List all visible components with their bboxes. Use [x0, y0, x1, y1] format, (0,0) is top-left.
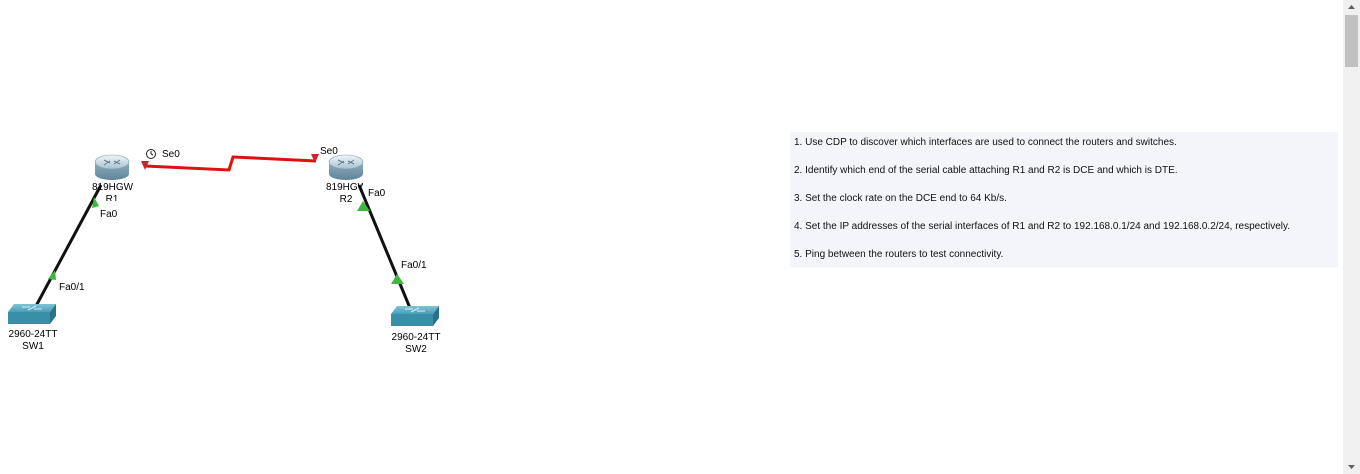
device-label-r2[interactable]: 819HGW R2	[326, 182, 366, 206]
scrollbar-thumb[interactable]	[1345, 15, 1358, 67]
instructions-note[interactable]: 1. Use CDP to discover which interfaces …	[790, 132, 1338, 267]
port-label-r2-fa0: Fa0	[368, 188, 386, 199]
link-down-marker	[311, 154, 319, 163]
instruction-item: 5. Ping between the routers to test conn…	[794, 249, 1004, 260]
scroll-down-arrow-icon[interactable]	[1343, 460, 1360, 474]
link-up-marker	[92, 197, 99, 208]
port-label-r2-se0: Se0	[320, 146, 338, 157]
device-model: 2960-24TT	[391, 332, 441, 343]
instruction-item: 1. Use CDP to discover which interfaces …	[794, 137, 1177, 148]
link-up-marker	[391, 274, 404, 284]
port-label-r1-se0: Se0	[162, 149, 180, 160]
device-model: 819HGW	[326, 182, 363, 193]
device-label-r1[interactable]: 819HGW R1	[92, 182, 134, 201]
vertical-scrollbar[interactable]	[1343, 0, 1360, 474]
device-label-sw2[interactable]: 2960-24TT SW2	[387, 332, 445, 356]
instruction-item: 3. Set the clock rate on the DCE end to …	[794, 193, 1007, 204]
link-up-marker	[357, 201, 370, 211]
serial-link-r1-r2[interactable]	[144, 155, 317, 172]
link-down-marker	[141, 161, 149, 170]
device-name: R2	[339, 194, 353, 205]
copper-link-r1-sw1[interactable]	[34, 184, 103, 307]
device-label-sw1[interactable]: 2960-24TT SW1	[4, 329, 62, 353]
switch-icon[interactable]	[8, 304, 56, 324]
device-name: SW2	[405, 344, 427, 355]
router-icon[interactable]	[94, 154, 130, 180]
instruction-item: 2. Identify which end of the serial cabl…	[794, 165, 1178, 176]
port-label-r1-fa0: Fa0	[100, 209, 118, 220]
link-up-marker	[48, 270, 56, 280]
instruction-item: 4. Set the IP addresses of the serial in…	[794, 221, 1291, 232]
device-name: R1	[105, 194, 119, 201]
router-icon[interactable]	[328, 154, 364, 180]
scroll-up-arrow-icon[interactable]	[1343, 0, 1360, 14]
copper-link-r2-sw2[interactable]	[357, 184, 412, 309]
port-label-sw1-fa01: Fa0/1	[59, 282, 85, 293]
device-name: SW1	[22, 341, 44, 352]
port-label-sw2-fa01: Fa0/1	[401, 260, 427, 271]
device-model: 2960-24TT	[8, 329, 58, 340]
device-model: 819HGW	[92, 182, 134, 193]
clock-icon	[146, 149, 156, 159]
switch-icon[interactable]	[391, 306, 439, 326]
